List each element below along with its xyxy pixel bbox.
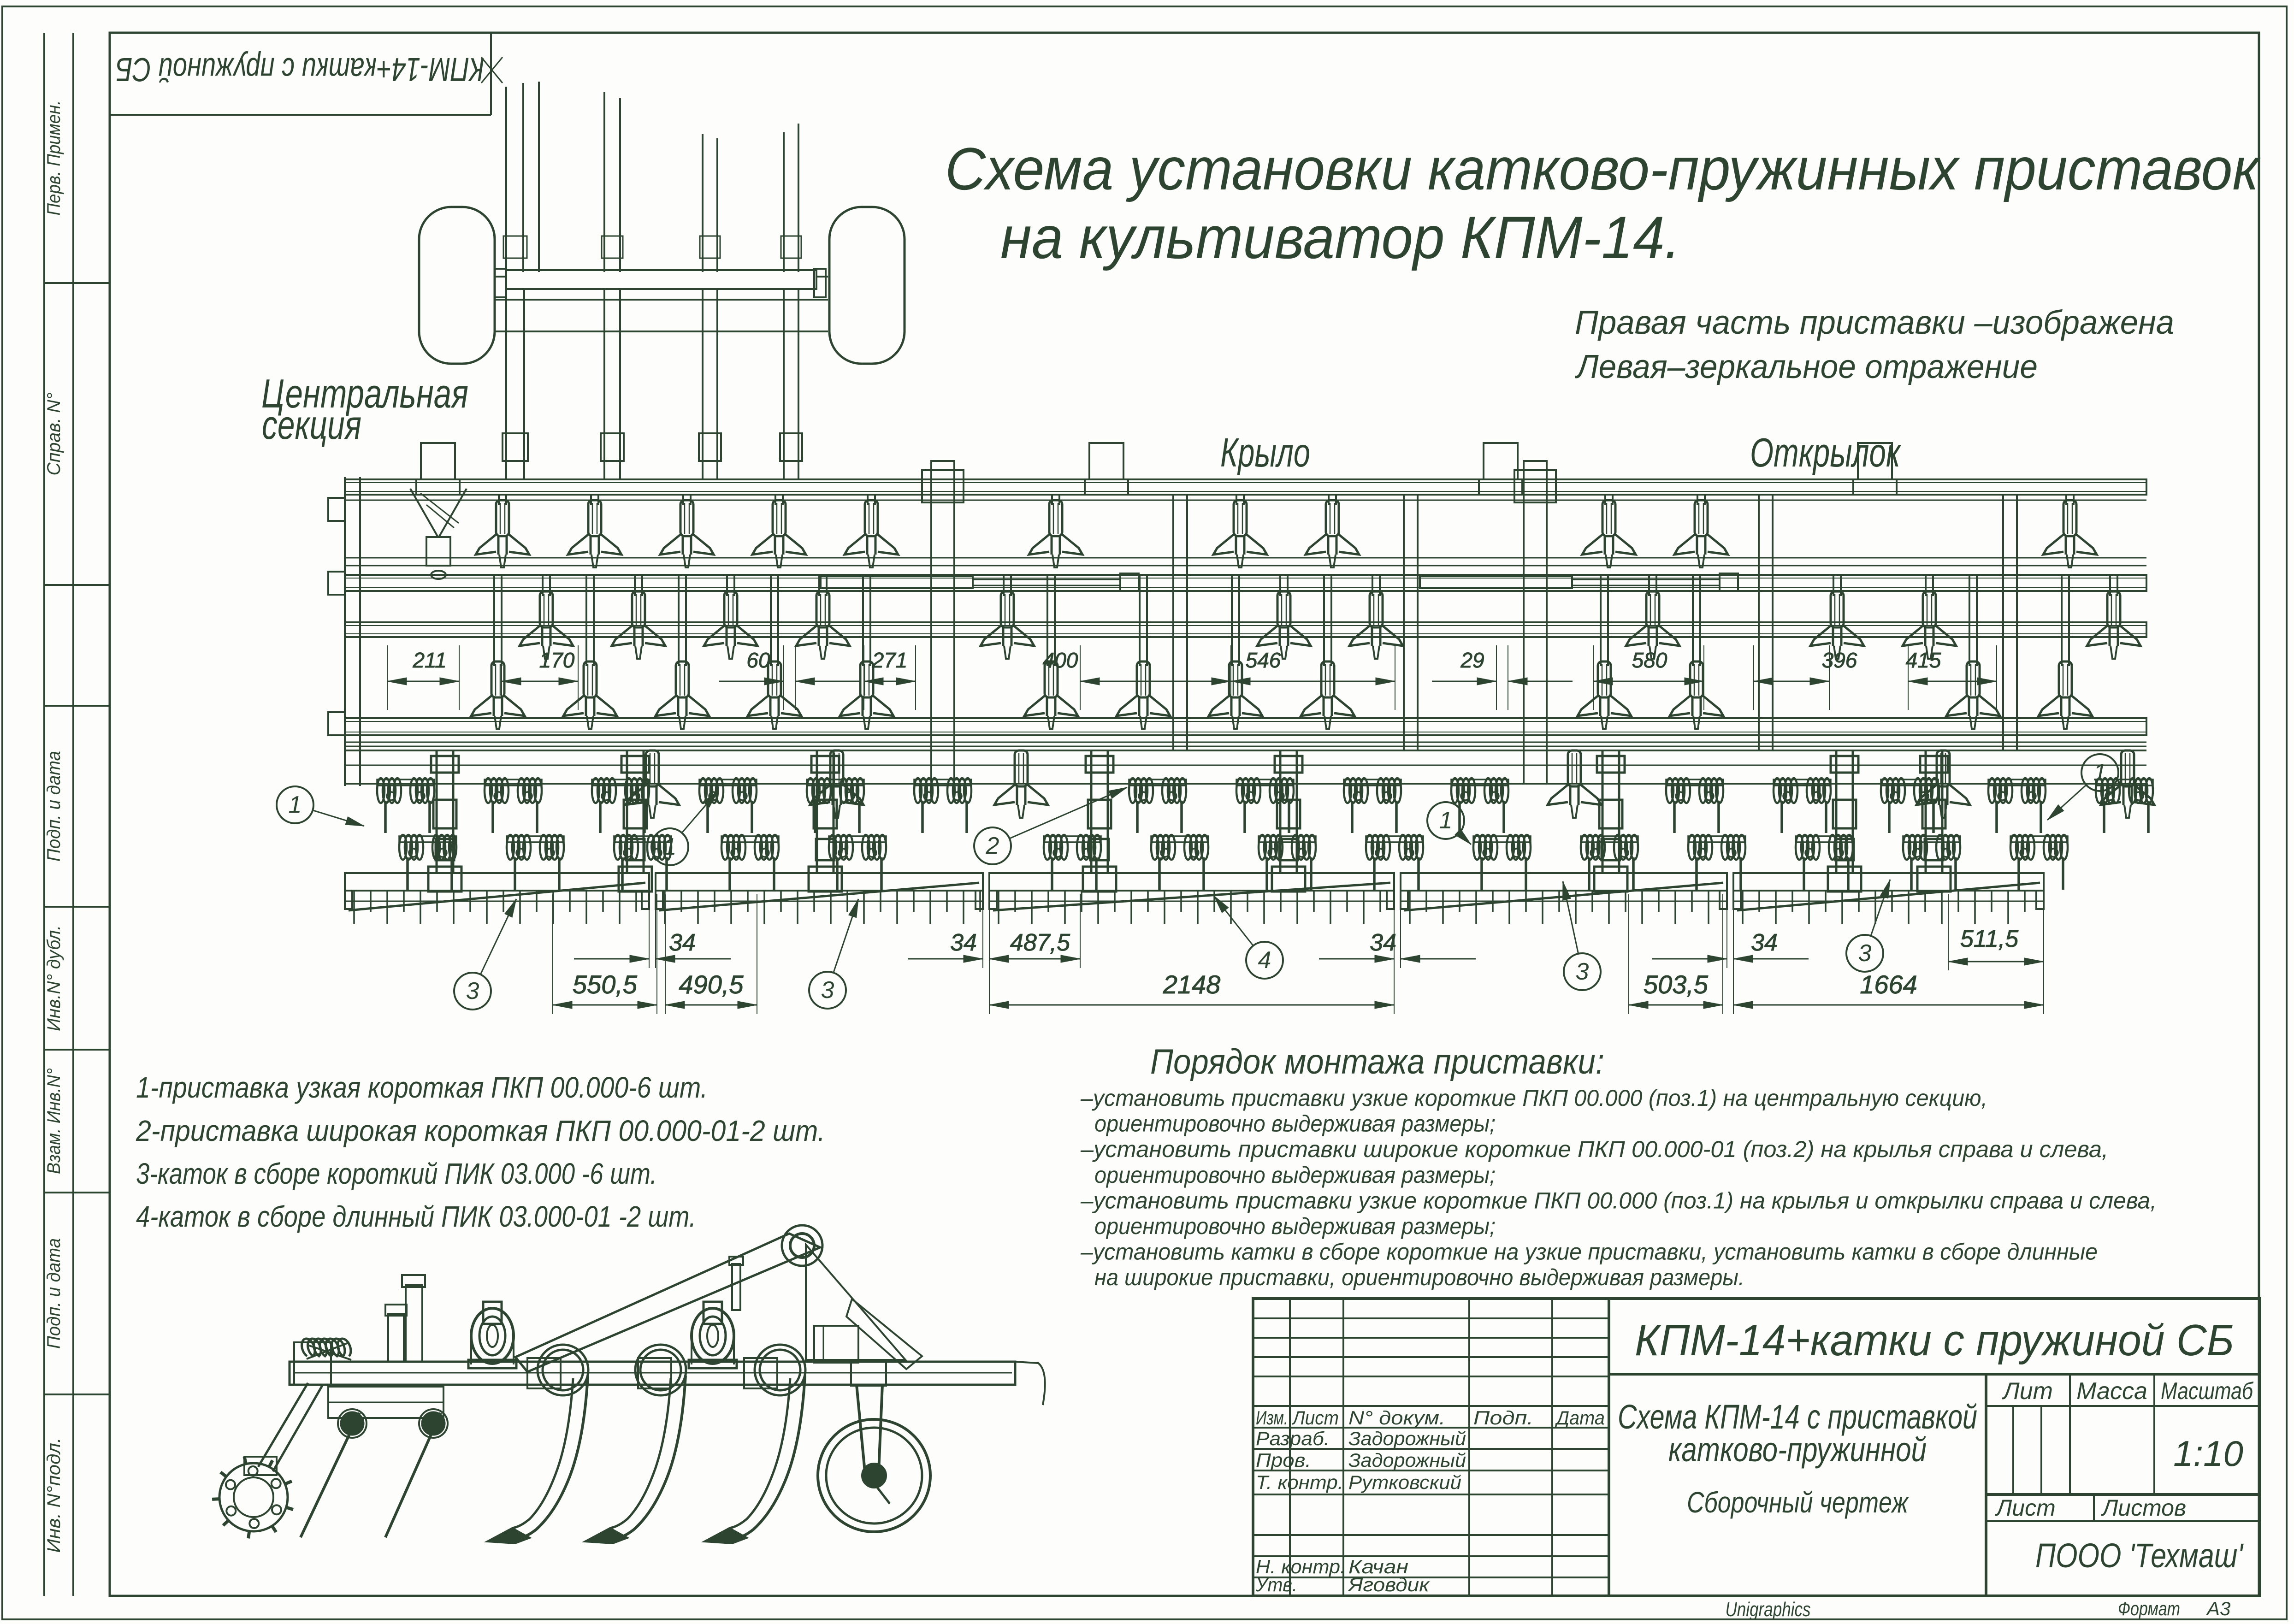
svg-text:3: 3 [1576,958,1589,985]
svg-text:Порядок монтажа приставки:: Порядок монтажа приставки: [1150,1042,1604,1081]
svg-text:170: 170 [539,648,575,672]
svg-text:1-приставка узкая короткая ПКП: 1-приставка узкая короткая ПКП 00.000-6 … [136,1071,708,1104]
svg-text:1664: 1664 [1860,970,1917,999]
svg-text:503,5: 503,5 [1644,970,1709,999]
svg-text:Изм.: Изм. [1256,1407,1288,1429]
svg-text:Качан: Качан [1348,1556,1408,1577]
svg-text:Взам. Инв.N°: Взам. Инв.N° [44,1068,64,1174]
svg-text:Крыло: Крыло [1220,430,1310,475]
svg-text:1:10: 1:10 [2173,1433,2243,1474]
svg-text:Н. контр.: Н. контр. [1256,1556,1346,1577]
svg-text:1: 1 [663,833,677,860]
svg-text:ориентировочно выдерживая разм: ориентировочно выдерживая размеры; [1094,1111,1496,1137]
svg-text:катково-пружинной: катково-пружинной [1668,1430,1927,1469]
svg-text:550,5: 550,5 [573,970,638,999]
svg-text:Формат: Формат [2118,1598,2180,1619]
svg-text:Разраб.: Разраб. [1256,1428,1330,1449]
svg-text:1: 1 [2093,759,2107,786]
svg-text:211: 211 [412,648,446,672]
svg-text:Справ. N°: Справ. N° [44,393,64,476]
svg-text:34: 34 [1751,929,1778,956]
svg-text:КПМ-14+катки с пружиной СБ: КПМ-14+катки с пружиной СБ [1635,1316,2234,1365]
svg-text:Дата: Дата [1555,1407,1605,1429]
svg-text:Задорожный: Задорожный [1348,1449,1466,1471]
svg-text:400: 400 [1043,648,1078,672]
svg-text:Лист: Лист [1995,1495,2056,1521]
svg-text:511,5: 511,5 [1960,926,2019,952]
svg-text:415: 415 [1906,648,1941,672]
svg-text:Задорожный: Задорожный [1348,1428,1466,1449]
svg-text:А3: А3 [2205,1598,2230,1619]
svg-text:Схема установки катково-пружин: Схема установки катково-пружинных приста… [945,135,2261,202]
svg-text:Листов: Листов [2101,1495,2186,1521]
svg-text:N° докум.: N° докум. [1348,1407,1445,1429]
svg-text:271: 271 [872,648,908,672]
svg-text:Центральная: Центральная [261,371,468,416]
svg-text:Рутковский: Рутковский [1348,1471,1461,1493]
svg-text:–установить катки в сборе коро: –установить катки в сборе короткие на уз… [1080,1239,2098,1265]
svg-text:60: 60 [746,648,770,672]
svg-text:2: 2 [986,833,999,859]
svg-text:Сборочный чертеж: Сборочный чертеж [1687,1486,1909,1519]
svg-text:4-каток в сборе длинный ПИК 03: 4-каток в сборе длинный ПИК 03.000-01 -2… [136,1200,696,1233]
svg-text:3: 3 [466,978,479,1004]
svg-text:ориентировочно выдерживая разм: ориентировочно выдерживая размеры; [1094,1162,1496,1188]
svg-text:1: 1 [289,791,302,818]
svg-text:Яговдик: Яговдик [1348,1574,1431,1595]
svg-text:34: 34 [950,929,977,956]
svg-text:Утв.: Утв. [1255,1574,1297,1595]
svg-text:2148: 2148 [1163,970,1221,999]
svg-text:Подп.: Подп. [1473,1407,1533,1429]
svg-text:3: 3 [821,977,834,1004]
svg-text:Открылок: Открылок [1750,430,1902,475]
svg-text:2-приставка широкая короткая П: 2-приставка широкая короткая ПКП 00.000-… [136,1114,825,1147]
svg-text:Схема КПМ-14 с приставкой: Схема КПМ-14 с приставкой [1618,1398,1977,1436]
svg-text:Масса: Масса [2076,1378,2147,1405]
svg-text:–установить приставки узкие ко: –установить приставки узкие короткие ПКП… [1080,1187,2157,1213]
svg-text:487,5: 487,5 [1010,929,1070,956]
svg-text:34: 34 [669,929,696,956]
svg-text:Unigraphics: Unigraphics [1726,1598,1811,1621]
svg-text:490,5: 490,5 [679,970,744,999]
svg-text:–установить приставки широкие: –установить приставки широкие короткие П… [1080,1136,2108,1162]
svg-text:на широкие приставки, ориентир: на широкие приставки, ориентировочно выд… [1094,1264,1744,1290]
svg-text:Подп. и дата: Подп. и дата [44,751,64,862]
svg-text:3: 3 [1858,940,1872,967]
svg-text:Т. контр.: Т. контр. [1256,1471,1343,1493]
svg-text:КПМ-14+катки с пружиной СБ: КПМ-14+катки с пружиной СБ [116,51,485,88]
svg-text:Левая–зеркальное отражение: Левая–зеркальное отражение [1575,348,2038,385]
svg-text:Правая часть приставки –изобра: Правая часть приставки –изображена [1575,304,2174,341]
svg-text:580: 580 [1632,648,1667,672]
svg-text:Инв. N°подл.: Инв. N°подл. [44,1438,64,1553]
svg-text:29: 29 [1460,648,1484,672]
svg-text:–установить приставки узкие ко: –установить приставки узкие короткие ПКП… [1080,1085,1987,1111]
svg-text:Лит: Лит [2002,1378,2053,1405]
svg-text:Лист: Лист [1291,1407,1339,1429]
svg-text:Масштаб: Масштаб [2161,1378,2253,1405]
svg-text:Пров.: Пров. [1256,1449,1311,1471]
svg-text:Инв.N° дубл.: Инв.N° дубл. [44,925,64,1031]
svg-text:на культиватор КПМ-14.: на культиватор КПМ-14. [1000,204,1680,271]
svg-text:3-каток в сборе короткий ПИК 0: 3-каток в сборе короткий ПИК 03.000 -6 ш… [136,1157,657,1190]
svg-text:396: 396 [1822,648,1857,672]
svg-text:Перв. Примен.: Перв. Примен. [44,100,64,216]
svg-text:1: 1 [1439,807,1453,834]
svg-text:546: 546 [1246,648,1281,672]
svg-text:Подп. и дата: Подп. и дата [44,1238,64,1349]
svg-text:секция: секция [262,402,361,448]
svg-text:ориентировочно выдерживая разм: ориентировочно выдерживая размеры; [1094,1213,1496,1239]
svg-text:4: 4 [1258,947,1271,974]
svg-text:34: 34 [1370,929,1396,956]
svg-text:ПООО 'Техмаш': ПООО 'Техмаш' [2035,1536,2244,1575]
